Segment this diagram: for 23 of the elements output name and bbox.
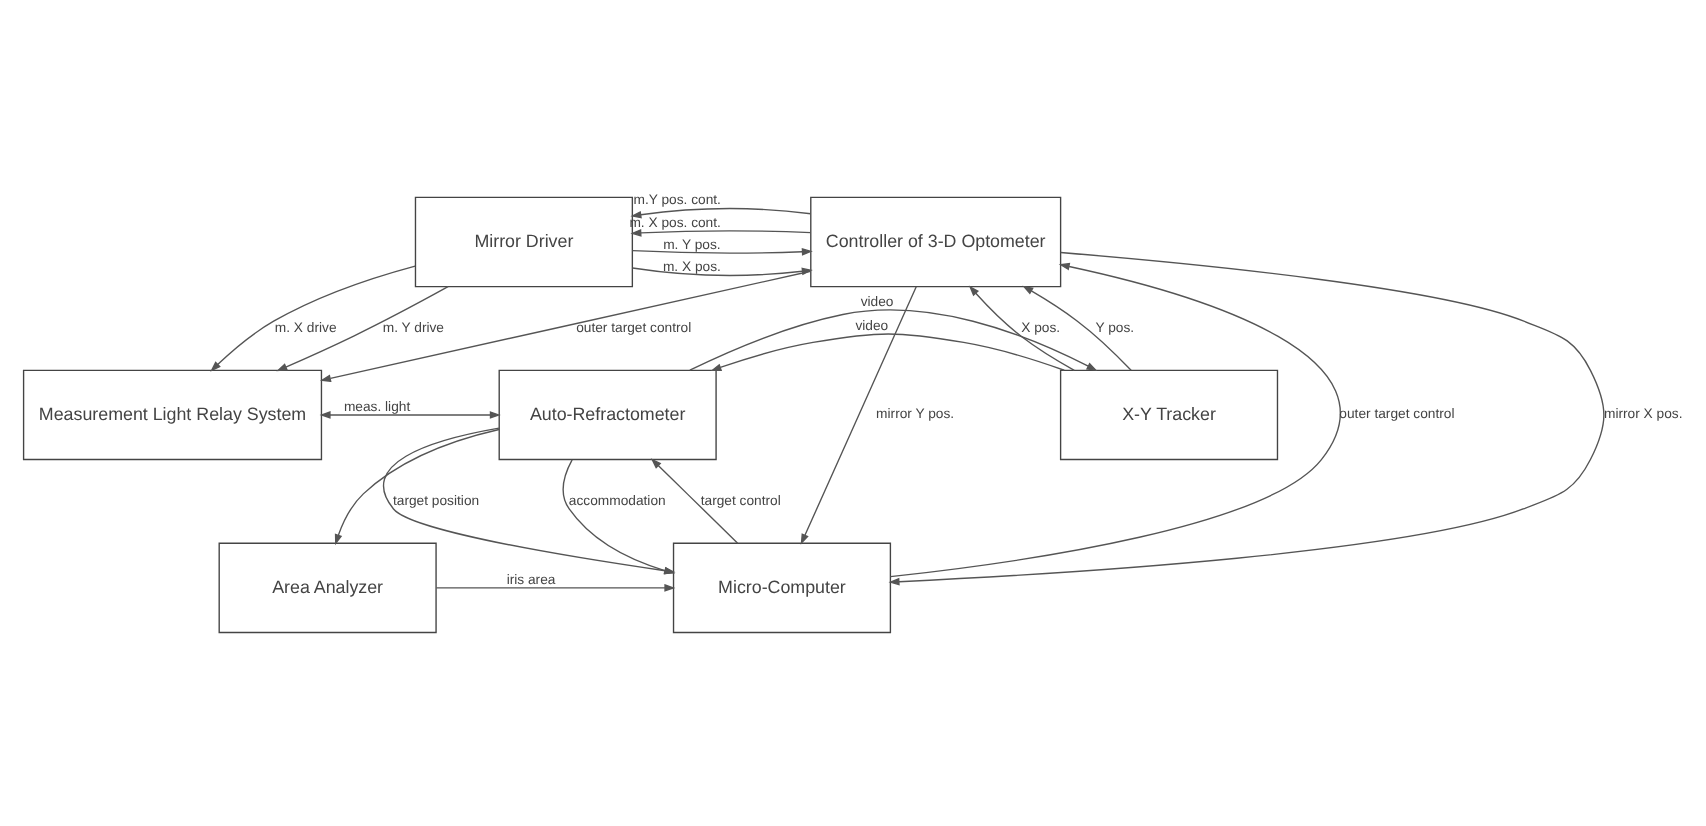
node-box: Auto-Refractometer bbox=[498, 369, 717, 461]
arrow bbox=[319, 270, 812, 383]
arrow bbox=[800, 286, 917, 545]
arrow bbox=[630, 229, 812, 237]
node-box: X-Y Tracker bbox=[1059, 369, 1279, 461]
arrow bbox=[650, 458, 739, 544]
arrow bbox=[276, 285, 449, 372]
arrow bbox=[319, 411, 501, 419]
node-box: Controller of 3-D Optometer bbox=[810, 196, 1062, 288]
arrow bbox=[630, 207, 812, 219]
node-box: Micro-Computer bbox=[672, 542, 892, 634]
node-box: Measurement Light Relay System bbox=[22, 369, 323, 461]
arrow bbox=[435, 584, 676, 592]
arrow bbox=[689, 309, 1098, 372]
arrow bbox=[334, 428, 500, 546]
arrow bbox=[631, 247, 813, 256]
node-box: Area Analyzer bbox=[218, 542, 437, 634]
arrow bbox=[968, 285, 1075, 371]
arrow bbox=[210, 265, 416, 372]
arrow bbox=[1022, 285, 1132, 371]
arrow bbox=[889, 262, 1341, 578]
arrow bbox=[888, 251, 1605, 586]
arrow bbox=[710, 333, 1065, 371]
